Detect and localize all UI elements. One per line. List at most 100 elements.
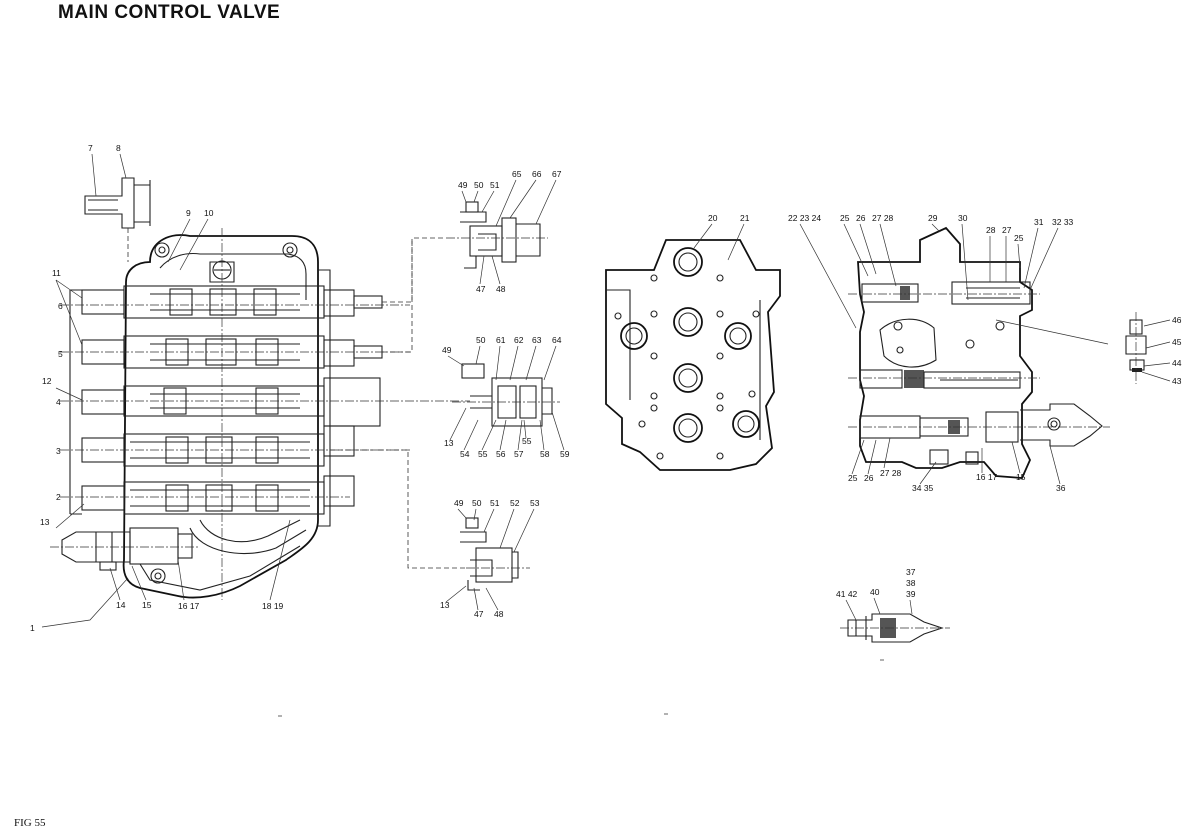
callout-49: 49 bbox=[442, 345, 452, 355]
callout-26: 26 bbox=[856, 213, 866, 223]
detail-view-bottom bbox=[460, 517, 530, 591]
callout-39: 39 bbox=[906, 589, 916, 599]
callout-51: 51 bbox=[490, 180, 500, 190]
spool-row-5 bbox=[60, 335, 410, 369]
callout-54: 54 bbox=[460, 449, 470, 459]
callout-26b: 26 bbox=[864, 473, 874, 483]
callout-27-28b: 27 28 bbox=[880, 468, 902, 478]
callout-41-42: 41 42 bbox=[836, 589, 858, 599]
callout-52: 52 bbox=[510, 498, 520, 508]
callout-16-17: 16 17 bbox=[178, 601, 200, 611]
valve-body-front-view bbox=[50, 177, 470, 600]
callout-38: 38 bbox=[906, 578, 916, 588]
callout-61: 61 bbox=[496, 335, 506, 345]
callout-11: 11 bbox=[52, 268, 61, 278]
callout-15: 15 bbox=[142, 600, 152, 610]
callout-48: 48 bbox=[494, 609, 504, 619]
callout-1: 1 bbox=[30, 623, 35, 633]
callout-3: 3 bbox=[56, 446, 61, 456]
callout-49: 49 bbox=[454, 498, 464, 508]
callout-43: 43 bbox=[1172, 376, 1182, 386]
callout-2: 2 bbox=[56, 492, 61, 502]
callout-5: 5 bbox=[58, 349, 63, 359]
callout-32-33: 32 33 bbox=[1052, 217, 1074, 227]
detail-view-middle bbox=[452, 363, 560, 427]
callout-40: 40 bbox=[870, 587, 880, 597]
callout-4: 4 bbox=[56, 397, 61, 407]
detail-view-top bbox=[446, 201, 548, 269]
callout-48: 48 bbox=[496, 284, 506, 294]
callout-44: 44 bbox=[1172, 358, 1182, 368]
page-title: MAIN CONTROL VALVE bbox=[58, 2, 281, 23]
callout-10: 10 bbox=[204, 208, 214, 218]
callout-27-28: 27 28 bbox=[872, 213, 894, 223]
valve-body-top-view bbox=[605, 239, 781, 471]
check-valve-detail bbox=[1125, 312, 1147, 384]
leader-lines-left bbox=[41, 153, 291, 628]
callout-34-35: 34 35 bbox=[912, 483, 934, 493]
callout-63: 63 bbox=[532, 335, 542, 345]
callout-37: 37 bbox=[906, 567, 916, 577]
callout-55b: 55 bbox=[522, 436, 532, 446]
callout-47: 47 bbox=[474, 609, 484, 619]
callout-labels-center: 20 21 bbox=[693, 213, 750, 261]
callout-21: 21 bbox=[740, 213, 750, 223]
callout-29: 29 bbox=[928, 213, 938, 223]
callout-49: 49 bbox=[458, 180, 468, 190]
valve-body-section-view bbox=[848, 226, 1110, 479]
callout-25: 25 bbox=[840, 213, 850, 223]
callout-25c: 25 bbox=[848, 473, 858, 483]
callout-66: 66 bbox=[532, 169, 542, 179]
figure-label: FIG 55 bbox=[14, 817, 46, 829]
callout-14: 14 bbox=[116, 600, 126, 610]
callout-16-17: 16 17 bbox=[976, 472, 998, 482]
callout-labels-detail-middle: 49 50 61 62 63 64 13 54 55 56 57 55 58 5… bbox=[442, 335, 570, 459]
callout-45: 45 bbox=[1172, 337, 1182, 347]
callout-47: 47 bbox=[476, 284, 486, 294]
spool-row-3 bbox=[60, 425, 410, 467]
callout-59: 59 bbox=[560, 449, 570, 459]
callout-8: 8 bbox=[116, 143, 121, 153]
callout-22-23-24: 22 23 24 bbox=[788, 213, 821, 223]
callout-56: 56 bbox=[496, 449, 506, 459]
callout-65: 65 bbox=[512, 169, 522, 179]
callout-13: 13 bbox=[444, 438, 454, 448]
callout-53: 53 bbox=[530, 498, 540, 508]
callout-50: 50 bbox=[474, 180, 484, 190]
bottom-relief-valve bbox=[50, 527, 200, 571]
callout-labels-relief: 37 38 39 41 42 40 bbox=[836, 567, 916, 621]
callout-9: 9 bbox=[186, 208, 191, 218]
callout-50: 50 bbox=[472, 498, 482, 508]
spool-row-6 bbox=[60, 285, 410, 319]
callout-7: 7 bbox=[88, 143, 93, 153]
callout-46: 46 bbox=[1172, 315, 1182, 325]
callout-13: 13 bbox=[440, 600, 450, 610]
callout-28: 28 bbox=[986, 225, 996, 235]
callout-30: 30 bbox=[958, 213, 968, 223]
callout-31: 31 bbox=[1034, 217, 1044, 227]
callout-64: 64 bbox=[552, 335, 562, 345]
relief-valve-detail bbox=[840, 613, 950, 643]
callout-57: 57 bbox=[514, 449, 524, 459]
callout-51: 51 bbox=[490, 498, 500, 508]
callout-67: 67 bbox=[552, 169, 562, 179]
callout-58: 58 bbox=[540, 449, 550, 459]
callout-labels-right: 22 23 24 25 26 27 28 29 30 28 27 25 31 3… bbox=[788, 213, 1182, 493]
callout-36: 36 bbox=[1056, 483, 1066, 493]
callout-25b: 25 bbox=[1014, 233, 1024, 243]
callout-27: 27 bbox=[1002, 225, 1012, 235]
spool-row-4 bbox=[60, 377, 470, 427]
callout-20: 20 bbox=[708, 213, 718, 223]
top-bracket bbox=[84, 177, 151, 262]
callout-13: 13 bbox=[40, 517, 50, 527]
callout-15: 15 bbox=[1016, 472, 1026, 482]
spool-row-2 bbox=[60, 475, 355, 515]
callout-18-19: 18 19 bbox=[262, 601, 284, 611]
callout-labels-detail-top: 49 50 51 65 66 67 47 48 bbox=[458, 169, 562, 294]
callout-6: 6 bbox=[58, 301, 63, 311]
callout-50: 50 bbox=[476, 335, 486, 345]
callout-62: 62 bbox=[514, 335, 524, 345]
callout-labels-detail-bottom: 49 50 51 52 53 13 47 48 bbox=[440, 498, 540, 619]
callout-55: 55 bbox=[478, 449, 488, 459]
